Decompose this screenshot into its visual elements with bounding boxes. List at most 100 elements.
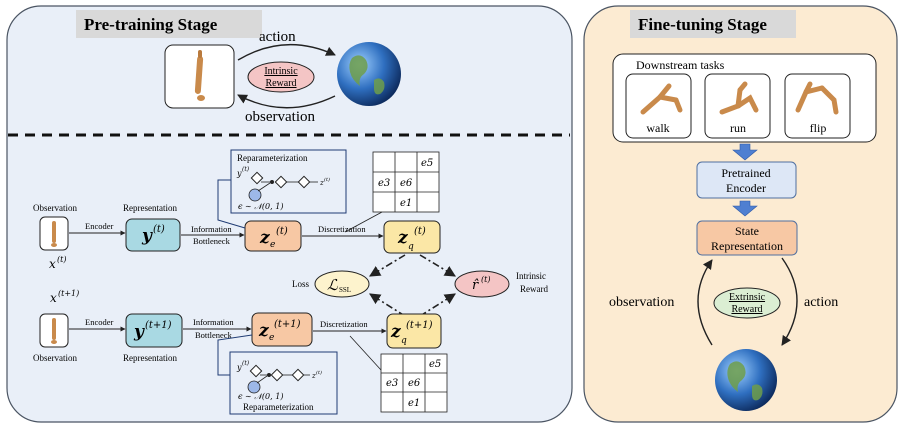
svg-text:q: q [408,242,414,252]
downstream-tasks-label: Downstream tasks [636,58,725,72]
hopper-obs-icon-top [51,221,57,247]
svg-text:e: e [270,240,275,250]
pretrain-title: Pre-training Stage [84,15,218,34]
x-t-symbol: x (t) [49,255,66,271]
svg-text:e6: e6 [408,378,421,389]
bottleneck-label-bottom-2: Bottleneck [195,330,233,340]
svg-text:x: x [50,291,57,305]
hopper-agent-icon [194,50,205,101]
z-q-t-symbol: z q (t) [397,226,426,252]
representation-label-top: Representation [123,203,177,213]
intrinsic-reward-node [247,61,315,93]
state-representation-node [696,220,798,256]
z-e-t-node [244,220,302,252]
y-t-symbol: y (t) [141,224,165,246]
representation-label-bottom: Representation [123,353,177,363]
bottleneck-label-top-2: Bottleneck [193,236,231,246]
reparam-graph-bottom: y(t) z(t) [236,360,322,394]
epsilon-label-bottom: ϵ ∼ 𝒩(0, 1) [238,392,283,401]
svg-text:(t+1): (t+1) [58,289,79,298]
y-t1-symbol: y (t+1) [133,320,172,342]
finetune-title: Fine-tuning Stage [638,15,767,34]
extrinsic-reward-node [713,287,781,319]
svg-text:z: z [397,228,408,248]
r-hat-symbol: r̂ (t) [472,275,490,293]
svg-text:y: y [236,363,242,372]
svg-text:z: z [258,321,269,341]
blue-arrow-2 [732,200,758,217]
ft-environment-globe-icon [715,349,777,411]
svg-text:e1: e1 [400,198,412,209]
task-flip: flip [784,73,851,139]
svg-text:ℒ: ℒ [327,276,339,294]
observation-label: observation [245,109,315,125]
epsilon-label-top: ϵ ∼ 𝒩(0, 1) [238,202,283,211]
z-e-t1-node [251,312,313,347]
observation-arrow [237,94,336,109]
ft-observation-arrow [697,259,713,346]
ft-observation-label: observation [609,295,674,310]
reparam-graph-top: y(t) z(t) [236,166,330,202]
svg-text:e6: e6 [400,178,413,189]
intrinsic-reward-r-label-2: Reward [520,284,548,294]
z-q-t-node [383,220,441,254]
state-representation-line2: Representation [711,239,783,253]
environment-globe-icon [337,42,401,106]
ssl-loss-node [314,270,370,298]
intrinsic-reward-line1: Intrinsic [264,66,298,77]
svg-text:(t): (t) [57,255,66,264]
svg-text:e3: e3 [378,178,390,189]
svg-text:e5: e5 [421,158,433,169]
bottleneck-label-top-1: Information [191,224,232,234]
blue-arrow-1 [732,143,758,161]
y-t1-node [125,313,183,348]
finetune-title-band [630,10,796,38]
reparameterization-box-bottom [229,351,338,415]
walker-run-icon [719,81,759,115]
svg-text:run: run [730,121,746,135]
walker-flip-icon [795,81,839,115]
intrinsic-reward-line2: Reward [265,78,296,89]
svg-text:(t): (t) [414,226,426,237]
codebook-connector-bottom [349,335,382,371]
reparameterization-box-top [230,149,347,214]
reparam-connector-bottom [217,334,253,376]
svg-text:SSL: SSL [339,286,351,294]
svg-text:z: z [311,372,316,380]
codebook-connector-top [344,211,383,233]
pretrain-panel: Pre-training Stage action observation In… [6,5,573,423]
dashdot-arrows [369,254,456,317]
svg-text:r̂: r̂ [472,278,480,293]
codebook-grid-top: e5 e3 e6 e1 [372,151,440,213]
z-e-t-symbol: z e (t) [259,226,288,250]
svg-text:(t): (t) [242,360,250,367]
pretrained-encoder-line1: Pretrained [721,166,770,180]
task-walk: walk [625,73,692,139]
codebook-grid-bottom: e5 e3 e6 e1 [380,353,448,413]
svg-text:walk: walk [646,121,669,135]
svg-text:q: q [401,336,407,346]
observation-label-bottom: Observation [33,353,77,363]
pretrained-encoder-line2: Encoder [726,181,766,195]
ssl-loss-symbol: ℒ SSL [327,276,351,294]
svg-text:(t+1): (t+1) [406,320,433,331]
intrinsic-reward-r-node [454,270,510,298]
reparam-connector-top [217,179,246,229]
svg-text:(t): (t) [276,226,288,237]
discretization-label-bottom: Discretization [320,319,368,329]
action-arrow [237,43,336,61]
encoder-label-top: Encoder [85,221,113,231]
intrinsic-reward-r-label-1: Intrinsic [516,271,546,281]
loss-label: Loss [292,279,310,289]
y-t-node [125,218,181,252]
action-label: action [259,29,296,45]
svg-text:y: y [141,226,153,246]
observation-label-top: Observation [33,203,77,213]
pretrained-encoder-node [696,161,797,199]
svg-text:(t): (t) [242,166,250,173]
svg-text:(t): (t) [481,275,490,284]
svg-text:e5: e5 [429,359,441,370]
svg-text:(t): (t) [153,224,165,235]
z-q-t1-node [386,313,442,349]
